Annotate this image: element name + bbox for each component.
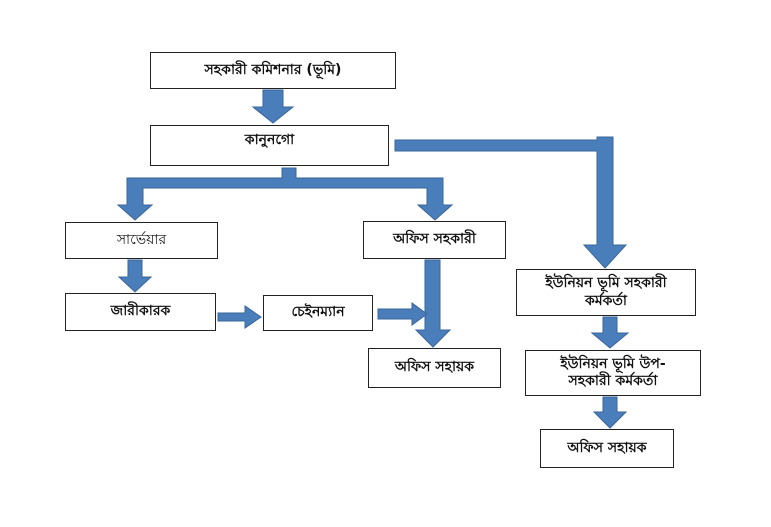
node-label: কানুনগো bbox=[244, 131, 295, 148]
node-jarikarak: জারীকারক bbox=[65, 293, 216, 331]
node-ac-land: সহকারী কমিশনার (ভূমি) bbox=[150, 52, 396, 89]
node-label: জারীকারক bbox=[110, 303, 171, 320]
node-label: অফিস সহায়ক bbox=[394, 359, 475, 376]
node-kanungo: কানুনগো bbox=[150, 125, 389, 166]
node-office-helper-mid: অফিস সহায়ক bbox=[368, 348, 501, 388]
node-label: অফিস সহকারী bbox=[393, 231, 476, 248]
node-label: ইউনিয়ন ভূমি উপ-সহকারী কর্মকর্তা bbox=[560, 355, 666, 390]
node-union-land-sub-officer: ইউনিয়ন ভূমি উপ-সহকারী কর্মকর্তা bbox=[525, 350, 701, 396]
arrow-surveyor-to-jarikarak bbox=[117, 259, 153, 293]
arrow-kanungo-to-union-officer bbox=[394, 136, 628, 269]
node-office-helper-right: অফিস সহায়ক bbox=[540, 429, 674, 468]
node-office-assistant: অফিস সহকারী bbox=[363, 221, 506, 259]
node-union-land-officer: ইউনিয়ন ভূমি সহকারী কর্মকর্তা bbox=[516, 269, 696, 316]
arrow-ac-to-kanungo bbox=[251, 89, 295, 124]
arrow-union-to-sub-officer bbox=[590, 316, 630, 349]
arrow-jarikarak-to-chainman bbox=[217, 305, 262, 329]
arrow-kanungo-branch bbox=[116, 167, 454, 221]
arrow-office-assistant-to-helper bbox=[414, 259, 452, 348]
arrow-chainman-to-helper bbox=[377, 302, 428, 326]
node-label: সার্ভেয়ার bbox=[116, 231, 167, 248]
node-label: অফিস সহায়ক bbox=[567, 439, 647, 456]
node-label: সহকারী কমিশনার (ভূমি) bbox=[204, 61, 342, 78]
node-chainman: চেইনম্যান bbox=[263, 295, 373, 331]
node-surveyor: সার্ভেয়ার bbox=[65, 222, 218, 259]
node-label: ইউনিয়ন ভূমি সহকারী কর্মকর্তা bbox=[545, 275, 667, 309]
node-label: চেইনম্যান bbox=[291, 304, 345, 321]
arrow-sub-officer-to-helper bbox=[592, 396, 628, 429]
